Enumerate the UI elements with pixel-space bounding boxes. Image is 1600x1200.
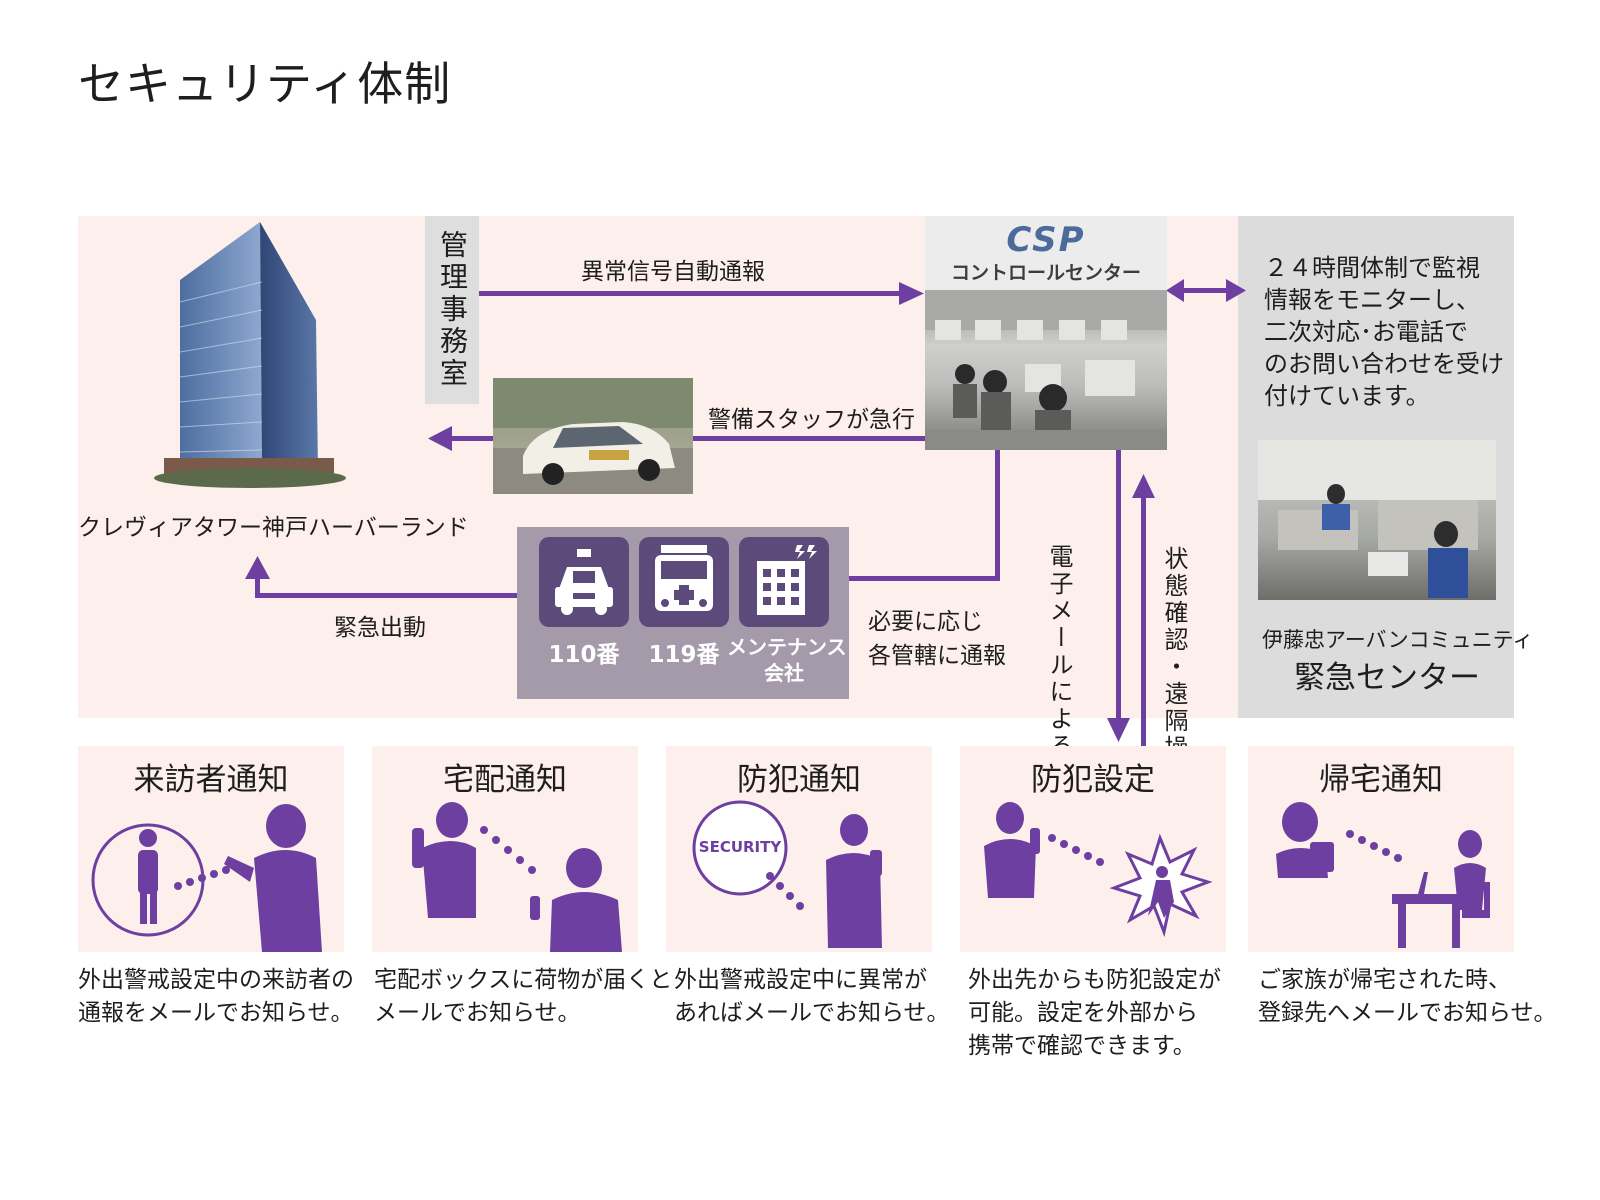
desc-line: 携帯で確認できます。 xyxy=(968,1033,1196,1059)
ec-desc-line: 情報をモニターし、 xyxy=(1264,286,1480,314)
feature-card-delivery: 宅配通知 xyxy=(372,746,638,952)
building-icon xyxy=(739,537,829,627)
status-remote-label: 状態確認・遠隔操作 xyxy=(1157,546,1192,789)
visitor-notice-icon xyxy=(91,804,322,952)
ec-desc-line: 二次対応･お電話で xyxy=(1264,318,1468,346)
feature-desc-crime: 外出警戒設定中に異常が あればメールでお知らせ。 xyxy=(674,964,950,1030)
building-icon xyxy=(154,222,346,488)
security-setting-icon xyxy=(984,802,1213,938)
management-office-label: 管理事務室 xyxy=(425,216,479,404)
desc-line: 外出警戒設定中に異常が xyxy=(674,967,927,993)
feature-title: 防犯通知 xyxy=(737,762,861,798)
notify-authorities-line1: 必要に応じ xyxy=(868,609,983,635)
desc-line: 通報をメールでお知らせ。 xyxy=(78,1000,354,1026)
desc-line: ご家族が帰宅された時、 xyxy=(1258,967,1511,993)
emergency-center-name: 緊急センター xyxy=(1294,660,1480,696)
control-center-name: コントロールセンター xyxy=(950,262,1141,284)
feature-desc-security-setting: 外出先からも防犯設定が 可能。設定を外部から 携帯で確認できます。 xyxy=(968,964,1221,1063)
crime-notice-icon xyxy=(692,800,882,948)
desc-line: メールでお知らせ。 xyxy=(374,1000,581,1026)
feature-title: 来訪者通知 xyxy=(133,762,289,798)
desc-line: 外出警戒設定中の来訪者の xyxy=(78,967,354,993)
patrol-car-photo xyxy=(493,378,693,494)
feature-title: 宅配通知 xyxy=(443,762,567,798)
ec-desc-line: ２４時間体制で監視 xyxy=(1264,254,1480,282)
building-name: クレヴィアタワー神戸ハーバーランド xyxy=(78,515,469,541)
return-home-icon xyxy=(1276,802,1490,948)
police-number-label: 110番 xyxy=(548,642,620,668)
desc-line: 可能。設定を外部から xyxy=(968,1000,1198,1026)
feature-card-visitor: 来訪者通知 xyxy=(78,746,344,952)
desc-line: あればメールでお知らせ。 xyxy=(674,1000,950,1026)
control-room-photo xyxy=(925,290,1167,450)
emergency-center-photo xyxy=(1258,440,1496,600)
maintenance-label-line2: 会社 xyxy=(764,661,804,685)
feature-desc-visitor: 外出警戒設定中の来訪者の 通報をメールでお知らせ。 xyxy=(78,964,354,1030)
maintenance-label-line1: メンテナンス xyxy=(727,635,847,659)
emergency-center-company: 伊藤忠アーバンコミュニティ xyxy=(1262,628,1534,652)
control-center: CSP コントロールセンター xyxy=(925,216,1167,450)
police-car-icon xyxy=(539,537,629,627)
csp-logo: CSP xyxy=(1006,220,1086,260)
feature-title: 防犯設定 xyxy=(1031,762,1155,798)
ec-desc-line: のお問い合わせを受け xyxy=(1264,350,1504,378)
emergency-center-description: ２４時間体制で監視 情報をモニターし、 二次対応･お電話で のお問い合わせを受け… xyxy=(1264,252,1504,412)
auto-report-label: 異常信号自動通報 xyxy=(581,259,765,285)
desc-line: 外出先からも防犯設定が xyxy=(968,967,1221,993)
staff-dispatch-label: 警備スタッフが急行 xyxy=(708,407,915,433)
ec-desc-line: 付けています。 xyxy=(1264,382,1430,410)
ambulance-number-label: 119番 xyxy=(648,642,720,668)
emergency-dispatch-label: 緊急出動 xyxy=(334,615,426,641)
ambulance-icon xyxy=(639,537,729,627)
desc-line: 登録先へメールでお知らせ。 xyxy=(1258,1000,1557,1026)
emergency-services-box: 110番 119番 メンテナンス 会社 xyxy=(517,527,849,699)
feature-desc-delivery: 宅配ボックスに荷物が届くと メールでお知らせ。 xyxy=(374,964,672,1030)
feature-card-security-setting: 防犯設定 xyxy=(960,746,1226,952)
control-room-image xyxy=(925,290,1167,450)
desc-line: 宅配ボックスに荷物が届くと xyxy=(374,967,673,993)
delivery-notice-icon xyxy=(412,802,622,952)
feature-title: 帰宅通知 xyxy=(1319,762,1443,798)
notify-authorities-line2: 各管轄に通報 xyxy=(868,643,1006,669)
feature-desc-return-home: ご家族が帰宅された時、 登録先へメールでお知らせ。 xyxy=(1258,964,1557,1030)
patrol-car-icon xyxy=(493,378,693,494)
feature-card-crime: 防犯通知 SECURITY xyxy=(666,746,932,952)
feature-card-return-home: 帰宅通知 xyxy=(1248,746,1514,952)
security-badge: SECURITY xyxy=(698,838,782,856)
email-notice-label: 電子メールによる通知 xyxy=(1042,544,1077,814)
office-staff-image xyxy=(1258,440,1496,598)
page-title: セキュリティ体制 xyxy=(78,57,452,111)
